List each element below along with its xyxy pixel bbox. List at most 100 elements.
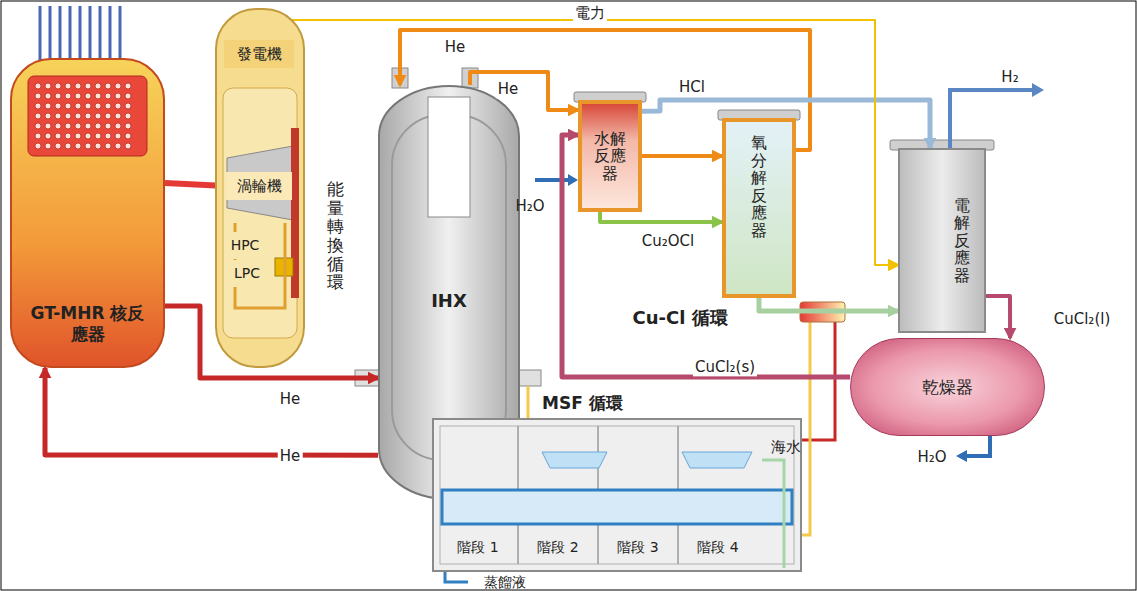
node-text: 發電機	[237, 45, 282, 63]
drawing-part	[55, 123, 61, 129]
chemical-label: H₂O	[917, 449, 946, 466]
desalination-unit: MSF 循環階段 1階段 2階段 3階段 4	[432, 418, 802, 572]
drawing-part	[125, 83, 131, 89]
node-text: 階段 1	[457, 539, 498, 556]
drawing-part	[65, 83, 71, 89]
flow-label: HCl	[677, 79, 707, 96]
drawing-part	[682, 452, 752, 468]
drawing-part	[519, 370, 541, 386]
node-text: MSF 循環	[542, 393, 623, 413]
drawing-part	[79, 6, 82, 64]
drawing-part	[85, 143, 91, 149]
drawing-part	[105, 123, 111, 129]
drawing-part	[115, 103, 121, 109]
drawing-part	[85, 113, 91, 119]
stage-label: 階段 4	[680, 533, 756, 562]
drawing-part	[428, 97, 470, 217]
drawing-part	[956, 450, 967, 462]
drawing-part	[59, 6, 62, 64]
node-text: 階段 2	[537, 539, 578, 556]
drawing-part	[75, 103, 81, 109]
pipe-connector	[259, 20, 898, 265]
node-text: 氧分解反應器	[751, 134, 767, 240]
drawing-part	[950, 90, 1034, 148]
drawing-part	[115, 83, 121, 89]
compressor: LPC	[226, 260, 268, 287]
drawing-part	[35, 113, 41, 119]
drawing-part	[119, 6, 122, 64]
pipe-connector	[759, 298, 898, 311]
node-text: 能量轉換循環	[327, 180, 344, 292]
flow-label: He	[496, 81, 521, 98]
drawing-part	[105, 113, 111, 119]
pipe-connector	[986, 296, 1010, 338]
drawing-part	[227, 146, 293, 220]
drawing-part	[527, 386, 530, 418]
drawing-part	[55, 113, 61, 119]
drawing-part	[65, 113, 71, 119]
power-conversion-unit: 能量轉換循環發電機渦輪機HPCLPC	[215, 8, 365, 368]
drawing-part	[85, 123, 91, 129]
stage-label: 階段 1	[440, 533, 516, 562]
stage-label: 階段 3	[600, 533, 676, 562]
drawing-part	[95, 103, 101, 109]
drawing-part	[65, 123, 71, 129]
drawing-part	[95, 83, 101, 89]
drawing-part	[45, 143, 51, 149]
drawing-part	[95, 123, 101, 129]
drawing-part	[115, 93, 121, 99]
drawing-part	[125, 133, 131, 139]
reactor-vessel: 電解反應器	[898, 148, 986, 333]
drawing-part	[535, 178, 570, 182]
drawing-part	[115, 123, 121, 129]
drawing-part	[35, 123, 41, 129]
drawing-part	[85, 83, 91, 89]
drawing-part	[85, 103, 91, 109]
flow-label: He	[278, 391, 303, 408]
drawing-part	[55, 103, 61, 109]
node-text: 階段 4	[697, 539, 738, 556]
drawing-part	[115, 113, 121, 119]
drawing-part	[105, 143, 111, 149]
drawing-part	[75, 83, 81, 89]
pipe-connector	[600, 212, 722, 222]
drawing-part	[35, 103, 41, 109]
node-text: 水解反應器	[594, 130, 626, 183]
drawing-part	[125, 93, 131, 99]
drawing-part	[542, 452, 607, 468]
drawing-part	[75, 113, 81, 119]
drawing-part	[99, 6, 102, 64]
drawing-part	[125, 123, 131, 129]
drawing-part	[105, 93, 111, 99]
drawing-part	[109, 6, 112, 64]
drawing-part	[75, 143, 81, 149]
drawing-part	[125, 143, 131, 149]
drawing-part	[125, 113, 131, 119]
drawing-part	[95, 133, 101, 139]
node-text: 階段 3	[617, 539, 658, 556]
node-text: LPC	[234, 265, 260, 282]
drawing-part	[55, 83, 61, 89]
drawing-part	[115, 143, 121, 149]
drawing-part	[442, 490, 792, 524]
flow-label: CuCl₂(s)	[693, 359, 757, 376]
node-text: GT-MHR 核反應器	[29, 303, 147, 344]
flow-label: He	[443, 39, 468, 56]
drawing-part	[65, 133, 71, 139]
drawing-part	[75, 123, 81, 129]
drawing-part	[45, 123, 51, 129]
drawing-part	[105, 103, 111, 109]
control-rods	[40, 6, 120, 64]
drawing-part	[65, 103, 71, 109]
flow-label: He	[278, 448, 303, 465]
drawing-part	[762, 460, 784, 568]
drawing-part	[65, 93, 71, 99]
drawing-part	[55, 133, 61, 139]
compressor: HPC	[224, 232, 266, 259]
node-text: 電解反應器	[954, 197, 970, 285]
drawing-part	[35, 83, 41, 89]
stream-label: 海水	[771, 439, 801, 456]
drawing-part	[69, 6, 72, 64]
